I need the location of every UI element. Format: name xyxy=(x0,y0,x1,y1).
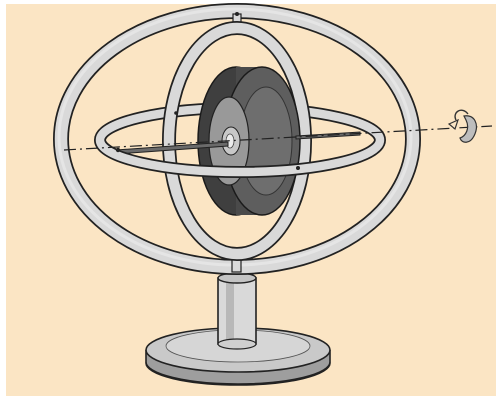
stand-pillar xyxy=(218,273,256,349)
rotor-disc xyxy=(198,67,300,215)
